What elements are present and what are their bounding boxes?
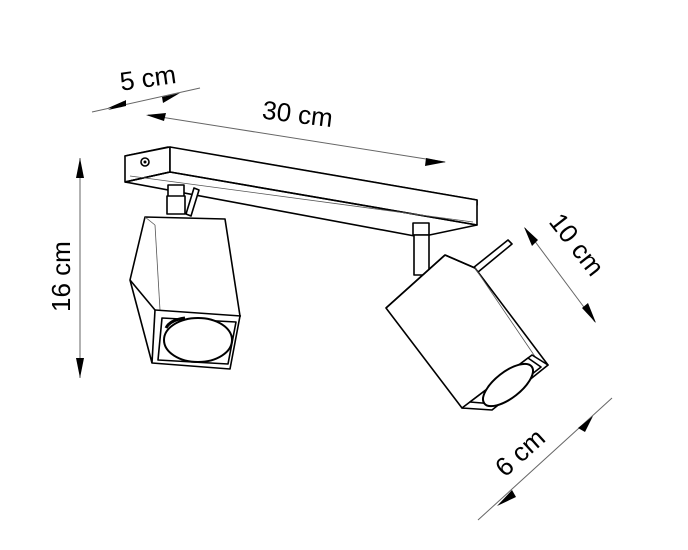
spotlight-head-left (129, 184, 242, 370)
length-label: 30 cm (261, 95, 335, 133)
dimension-depth: 5 cm (91, 59, 201, 113)
head-width-label: 6 cm (489, 422, 551, 482)
base-rail (124, 146, 478, 238)
dimension-height: 16 cm (46, 158, 84, 378)
depth-label: 5 cm (118, 59, 178, 97)
head-length-label: 10 cm (543, 207, 610, 281)
height-label: 16 cm (46, 241, 76, 312)
dimension-head-width: 6 cm (477, 397, 613, 521)
dimension-head-length: 10 cm (524, 207, 611, 323)
spotlight-head-right (385, 222, 549, 411)
